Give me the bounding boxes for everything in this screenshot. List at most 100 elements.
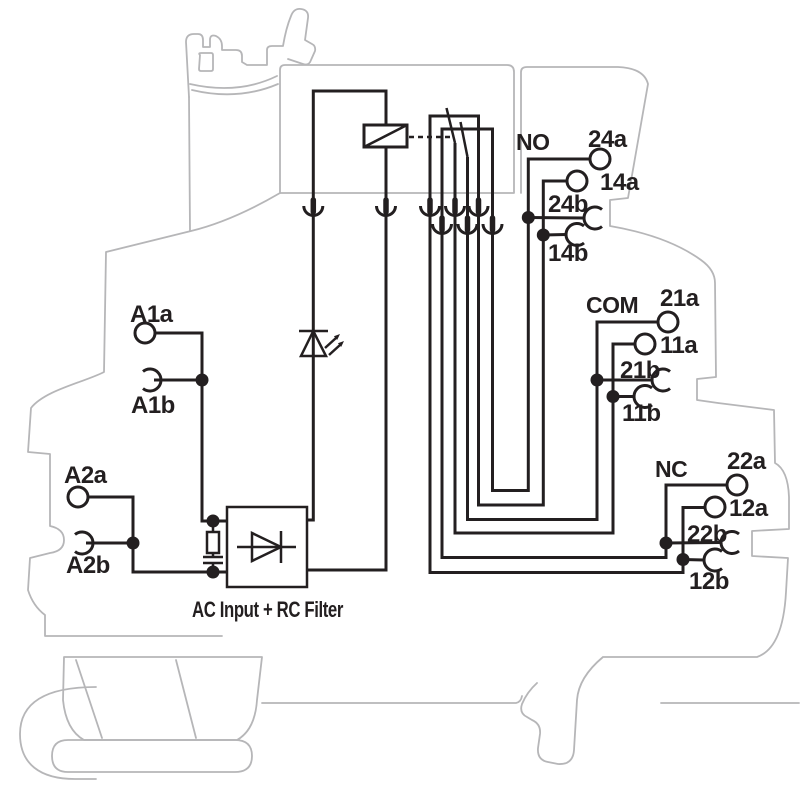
plug-connectors (302, 197, 504, 235)
label-terminal-14b: 14b (548, 240, 588, 267)
foot-body (62, 656, 263, 741)
foot-rib-right (175, 659, 197, 739)
led-arrow-2 (328, 344, 341, 356)
rc-filter-symbol (203, 521, 223, 572)
led-arrow-1-head (333, 334, 340, 340)
rectifier-outline (225, 505, 309, 589)
foot-hook-right (520, 656, 604, 765)
terminal-circle-14a (565, 169, 589, 193)
wire-14 (477, 215, 545, 507)
label-terminal-12b: 12b (689, 568, 729, 595)
wire-a1a (155, 331, 227, 523)
label-terminal-22b: 22b (687, 521, 727, 548)
junction-rc-top (206, 514, 220, 528)
junction-a2 (126, 536, 140, 550)
nc-terminal-group (659, 473, 749, 573)
wire-22a (664, 483, 727, 543)
housing-right-outline (520, 66, 790, 658)
coil-diagonal (363, 123, 408, 149)
housing-left-outline (27, 192, 281, 637)
terminal-circle-12a (703, 495, 727, 519)
led-arrow-2-head (337, 341, 344, 347)
rectifier-box (225, 505, 309, 589)
junction-14 (536, 228, 550, 242)
wire-led-branch (307, 215, 315, 522)
wire-11 (453, 215, 615, 535)
terminal-socket-24b (582, 205, 603, 231)
led-triangle (298, 328, 329, 358)
caption-ac-input-rc-filter: AC Input + RC Filter (192, 597, 344, 622)
label-terminal-12a: 12a (729, 495, 769, 522)
wire-14a (541, 179, 567, 235)
din-clip-stem (188, 96, 191, 232)
din-clip-hole (198, 52, 214, 72)
junction-rc-bottom (206, 565, 220, 579)
terminal-circle-21a (656, 310, 680, 334)
wire-24a (526, 157, 590, 218)
label-terminal-21b: 21b (620, 357, 660, 384)
terminal-socket-12b (702, 547, 723, 573)
terminal-circle-22a (725, 473, 749, 497)
no-terminal-group (521, 147, 612, 247)
foot-flange (51, 739, 253, 773)
resistor-symbol (205, 530, 221, 555)
label-section-no: NO (516, 129, 550, 155)
wire-coil-return (307, 215, 388, 572)
label-terminal-11b: 11b (622, 400, 661, 427)
terminal-socket-11b (632, 384, 653, 409)
junction-12 (676, 553, 690, 566)
junction-21 (590, 373, 604, 387)
wire-24 (491, 217, 530, 492)
led-arrow-1 (324, 337, 337, 349)
com-terminal-group (590, 310, 680, 409)
terminal-socket-22b (719, 530, 740, 555)
contact1-lever (445, 107, 457, 144)
label-terminal-a1a: A1a (130, 301, 174, 328)
label-terminal-a1b: A1b (131, 392, 175, 419)
wire-12a (681, 506, 705, 560)
input-circuit (66, 215, 388, 589)
wire-a2a (88, 495, 227, 574)
din-clip-outline (185, 7, 317, 98)
terminal-circle-11a (633, 332, 657, 356)
terminal-circle-a2a (66, 485, 90, 509)
label-terminal-21a: 21a (660, 285, 700, 312)
wire-22b (665, 541, 722, 545)
junction-11 (606, 390, 620, 403)
junction-a1 (195, 373, 209, 387)
relay-symbol (311, 89, 494, 219)
din-clip-hinge-lower (191, 83, 279, 96)
label-terminal-24a: 24a (588, 126, 628, 153)
label-terminal-24b: 24b (548, 191, 588, 218)
label-terminal-14a: 14a (600, 169, 640, 196)
label-terminal-a2b: A2b (66, 552, 110, 579)
terminal-socket-14b (564, 222, 585, 247)
contact2-lever (459, 121, 469, 158)
housing-outline (19, 7, 800, 780)
din-rail-end-curl (19, 686, 97, 780)
junction-24 (521, 211, 535, 224)
contact1-fixed-bar (428, 114, 480, 201)
wire-24b (528, 216, 585, 220)
label-section-com: COM (586, 292, 638, 318)
label-terminal-22a: 22a (727, 448, 767, 475)
junction-22 (659, 536, 673, 550)
wire-21a (595, 320, 658, 380)
relay-compartment-outline (279, 64, 515, 194)
wire-coil-top-link (311, 89, 388, 201)
wire-22 (440, 233, 668, 559)
labels: A1a A1b A2a A2b NO 24a 14a 24b 14b COM 2… (64, 126, 769, 622)
terminal-socket-21b (650, 367, 671, 393)
led-indicator-symbol (298, 328, 344, 358)
wire-21 (466, 233, 599, 521)
contact2-fixed-bar (440, 127, 494, 219)
din-rail-line-left (261, 695, 523, 704)
din-clip-hinge-upper (189, 75, 278, 89)
label-terminal-11a: 11a (660, 332, 698, 359)
rectifier-diode-triangle (250, 531, 284, 563)
terminal-circle-24a (588, 147, 612, 171)
label-section-nc: NC (655, 456, 687, 482)
contact-routing (428, 215, 685, 574)
